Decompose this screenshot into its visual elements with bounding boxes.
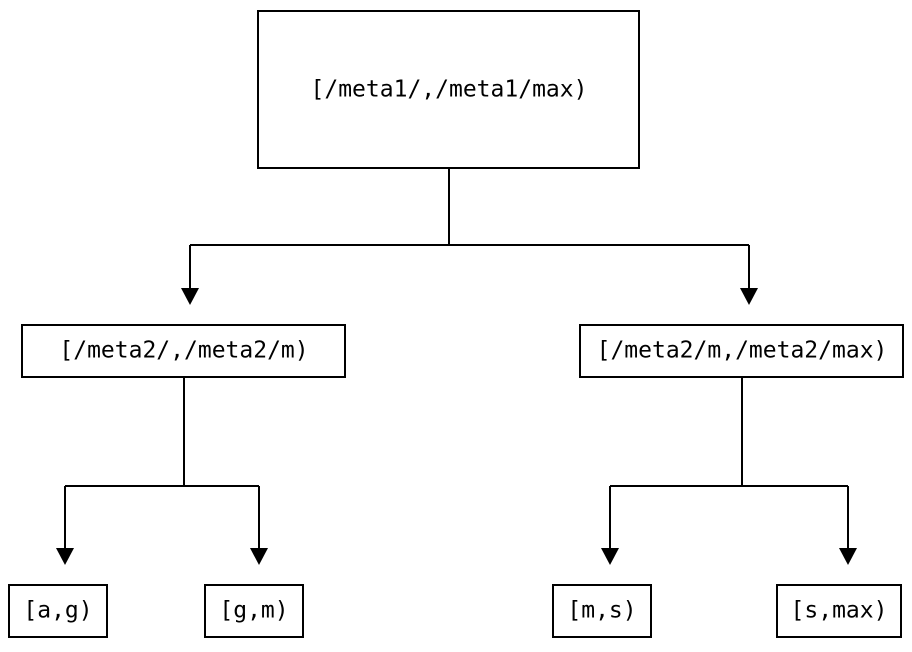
node-leaf-ag[interactable]: [a,g) <box>7 583 109 639</box>
node-mid-right-box[interactable] <box>578 323 905 379</box>
arrowhead-icon-midright-to-leafsmax <box>839 548 857 565</box>
node-leaf-gm[interactable]: [g,m) <box>203 583 305 639</box>
node-mid-right[interactable]: [/meta2/m,/meta2/max) <box>578 323 905 379</box>
node-mid-left-box[interactable] <box>20 323 347 379</box>
edge-midleft-to-leafag <box>56 377 186 565</box>
node-leaf-smax-label: [s,max) <box>791 598 888 624</box>
node-leaf-ag-box[interactable] <box>7 583 109 639</box>
node-root[interactable]: [/meta1/,/meta1/max) <box>256 9 641 170</box>
edge-midright-to-leafsmax <box>740 377 857 565</box>
node-leaf-ms-label: [m,s) <box>567 598 636 624</box>
node-mid-right-label: [/meta2/m,/meta2/max) <box>597 338 888 364</box>
node-mid-left[interactable]: [/meta2/,/meta2/m) <box>20 323 347 379</box>
edge-midright-to-leafms-line <box>608 377 744 548</box>
node-leaf-smax-box[interactable] <box>775 583 903 639</box>
node-root-box[interactable] <box>256 9 641 170</box>
edge-midleft-to-leafgm <box>182 377 268 565</box>
node-leaf-smax[interactable]: [s,max) <box>775 583 903 639</box>
edge-midright-to-leafms <box>601 377 744 565</box>
node-mid-left-label: [/meta2/,/meta2/m) <box>59 338 308 364</box>
edge-midright-to-leafsmax-line <box>740 377 850 548</box>
arrowhead-icon-root-to-midright <box>740 288 758 305</box>
node-leaf-ms[interactable]: [m,s) <box>551 583 653 639</box>
arrowhead-icon-midright-to-leafms <box>601 548 619 565</box>
arrowhead-icon-midleft-to-leafgm <box>250 548 268 565</box>
edge-root-to-midleft <box>181 168 451 305</box>
edge-root-to-midright <box>447 168 758 305</box>
arrowhead-icon-root-to-midleft <box>181 288 199 305</box>
edge-midleft-to-leafgm-line <box>182 377 261 548</box>
edge-group <box>56 168 857 565</box>
edge-root-to-midleft-line <box>188 168 451 288</box>
edge-midleft-to-leafag-line <box>63 377 186 548</box>
node-leaf-ag-label: [a,g) <box>23 598 92 624</box>
node-leaf-gm-label: [g,m) <box>219 598 288 624</box>
node-group: [/meta1/,/meta1/max) [/meta2/,/meta2/m) … <box>7 9 905 639</box>
node-leaf-gm-box[interactable] <box>203 583 305 639</box>
edge-root-to-midright-line <box>447 168 751 288</box>
node-leaf-ms-box[interactable] <box>551 583 653 639</box>
node-root-label: [/meta1/,/meta1/max) <box>311 77 588 103</box>
arrowhead-icon-midleft-to-leafag <box>56 548 74 565</box>
